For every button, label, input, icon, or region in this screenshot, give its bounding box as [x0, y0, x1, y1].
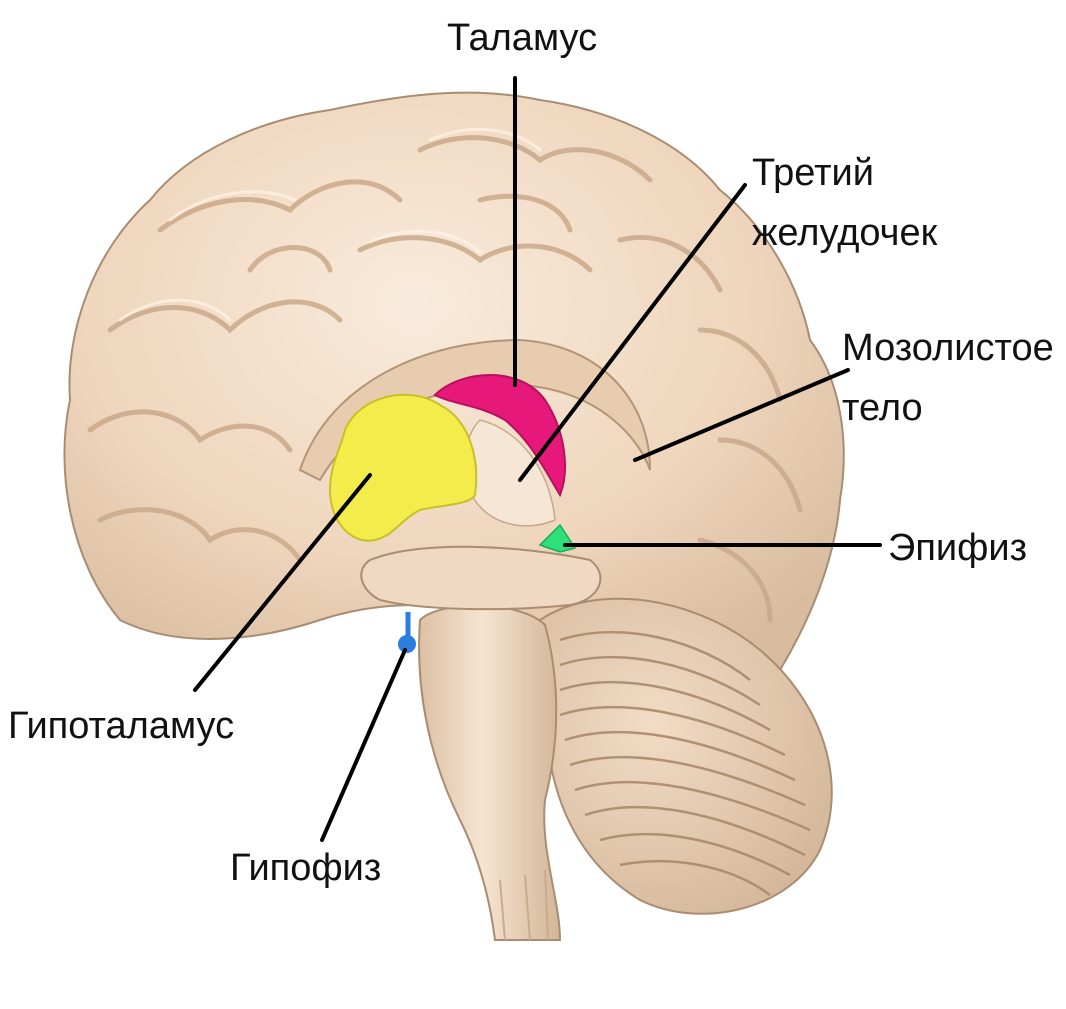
pituitary-region: [398, 612, 416, 653]
label-third-ventricle-line2: желудочек: [752, 212, 938, 254]
label-pineal: Эпифиз: [888, 527, 1027, 569]
label-thalamus: Таламус: [447, 17, 597, 59]
label-hypothalamus: Гипоталамус: [8, 705, 234, 747]
label-corpus-callosum-line2: тело: [842, 387, 923, 429]
label-pituitary: Гипофиз: [230, 847, 381, 889]
leader-pituitary: [322, 650, 405, 840]
label-third-ventricle-line1: Третий: [752, 152, 874, 194]
label-corpus-callosum-line1: Мозолистое: [842, 327, 1054, 369]
